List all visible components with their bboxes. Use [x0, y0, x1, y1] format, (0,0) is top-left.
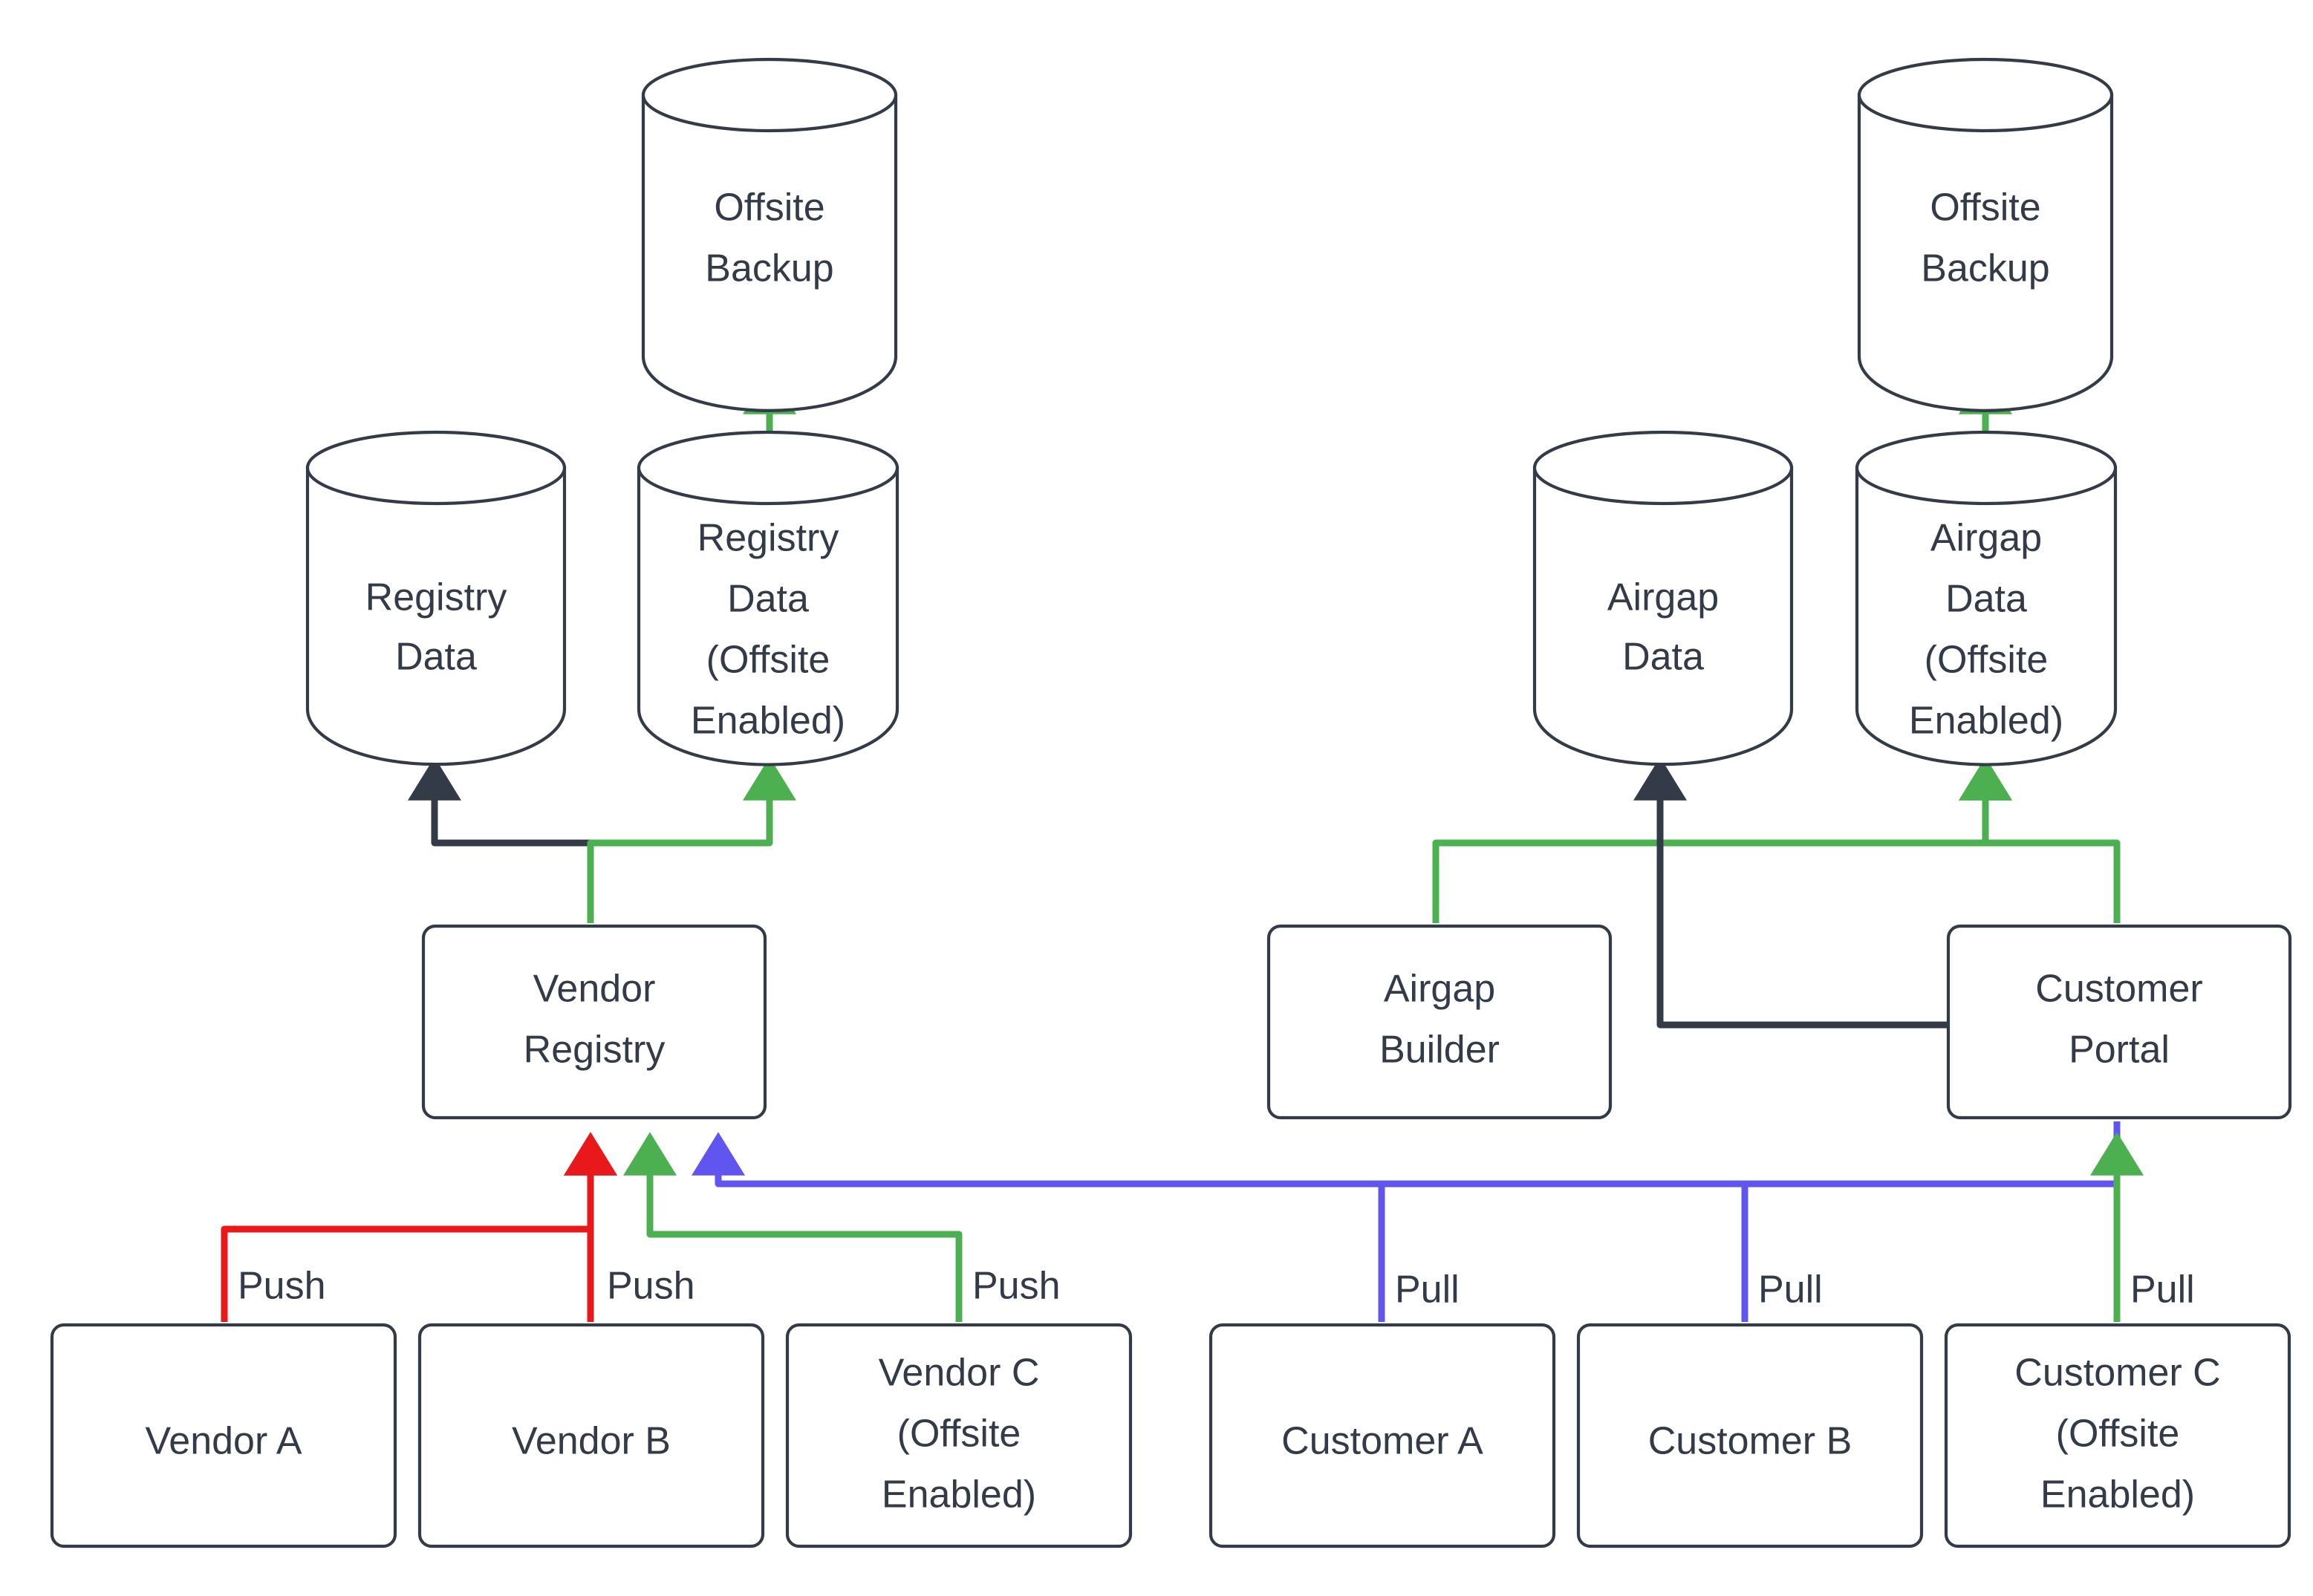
node-label: Registry	[697, 517, 839, 560]
node-vendor-c[interactable]: Vendor C (Offsite Enabled)	[785, 1323, 1133, 1548]
node-label: Airgap	[1607, 576, 1719, 619]
node-label: Enabled)	[882, 1473, 1036, 1517]
node-offsite-backup-right[interactable]: Offsite Backup	[1857, 57, 2114, 412]
edge-label-vendor-a-push: Push	[238, 1265, 326, 1308]
node-label: Registry	[524, 1029, 666, 1072]
node-registry-data[interactable]: Registry Data	[305, 430, 567, 766]
node-label: Backup	[1921, 247, 2049, 290]
edge-vendor-registry-to-registry-data	[408, 757, 594, 923]
node-label: Offsite	[714, 186, 824, 229]
edge-label-customer-c-pull: Pull	[2130, 1268, 2195, 1312]
node-label: Data	[1622, 636, 1704, 679]
edge-vendor-registry-to-registry-data-offsite	[587, 757, 796, 923]
node-label: (Offsite	[1925, 639, 2049, 682]
node-label: Backup	[705, 247, 833, 290]
edge-label-customer-a-pull: Pull	[1395, 1268, 1460, 1312]
node-label: Customer A	[1281, 1420, 1483, 1463]
node-customer-c[interactable]: Customer C (Offsite Enabled)	[1944, 1323, 2291, 1548]
node-label: Customer C	[2014, 1352, 2220, 1395]
node-customer-b[interactable]: Customer B	[1576, 1323, 1924, 1548]
node-label: Portal	[2069, 1029, 2170, 1072]
node-label: Registry	[365, 576, 507, 619]
node-label: Vendor C	[879, 1352, 1040, 1395]
node-customer-portal[interactable]: Customer Portal	[1946, 924, 2292, 1120]
node-label: Vendor A	[145, 1420, 302, 1463]
edge-customer-portal-to-airgap-data	[1633, 757, 1948, 1029]
node-label: (Offsite	[706, 639, 830, 682]
node-label: Customer	[2035, 968, 2202, 1011]
edge-customer-portal-to-vendor-registry	[692, 1121, 2121, 1188]
node-label: (Offsite	[2056, 1413, 2180, 1456]
node-label: (Offsite	[897, 1413, 1021, 1456]
node-label: Airgap	[1930, 517, 2042, 560]
node-label: Data	[727, 578, 809, 621]
node-vendor-a[interactable]: Vendor A	[50, 1323, 397, 1548]
node-label: Data	[395, 636, 477, 679]
node-label: Enabled)	[691, 700, 845, 743]
edge-label-customer-b-pull: Pull	[1758, 1268, 1823, 1312]
node-vendor-b[interactable]: Vendor B	[417, 1323, 765, 1548]
edge-label-vendor-c-push: Push	[972, 1265, 1061, 1308]
node-label: Offsite	[1930, 186, 2040, 229]
node-label: Airgap	[1384, 968, 1495, 1011]
node-airgap-builder[interactable]: Airgap Builder	[1266, 924, 1613, 1120]
node-customer-a[interactable]: Customer A	[1208, 1323, 1556, 1548]
node-label: Builder	[1379, 1029, 1500, 1072]
edge-label-vendor-b-push: Push	[607, 1265, 695, 1308]
node-airgap-data-offsite[interactable]: Airgap Data (Offsite Enabled)	[1855, 430, 2118, 766]
edge-airgap-builder-to-airgap-offsite	[1432, 757, 2012, 923]
node-registry-data-offsite[interactable]: Registry Data (Offsite Enabled)	[637, 430, 900, 766]
edge-customer-portal-to-airgap-offsite	[1959, 757, 2121, 923]
node-offsite-backup-left[interactable]: Offsite Backup	[641, 57, 898, 412]
node-vendor-registry[interactable]: Vendor Registry	[421, 924, 767, 1120]
node-label: Enabled)	[1909, 700, 2063, 743]
node-label: Data	[1945, 578, 2027, 621]
node-airgap-data[interactable]: Airgap Data	[1532, 430, 1794, 766]
node-label: Customer B	[1648, 1420, 1852, 1463]
node-label: Vendor B	[512, 1420, 671, 1463]
edge-vendor-c-push	[623, 1132, 963, 1322]
node-label: Vendor	[533, 968, 656, 1011]
node-label: Enabled)	[2040, 1473, 2195, 1517]
